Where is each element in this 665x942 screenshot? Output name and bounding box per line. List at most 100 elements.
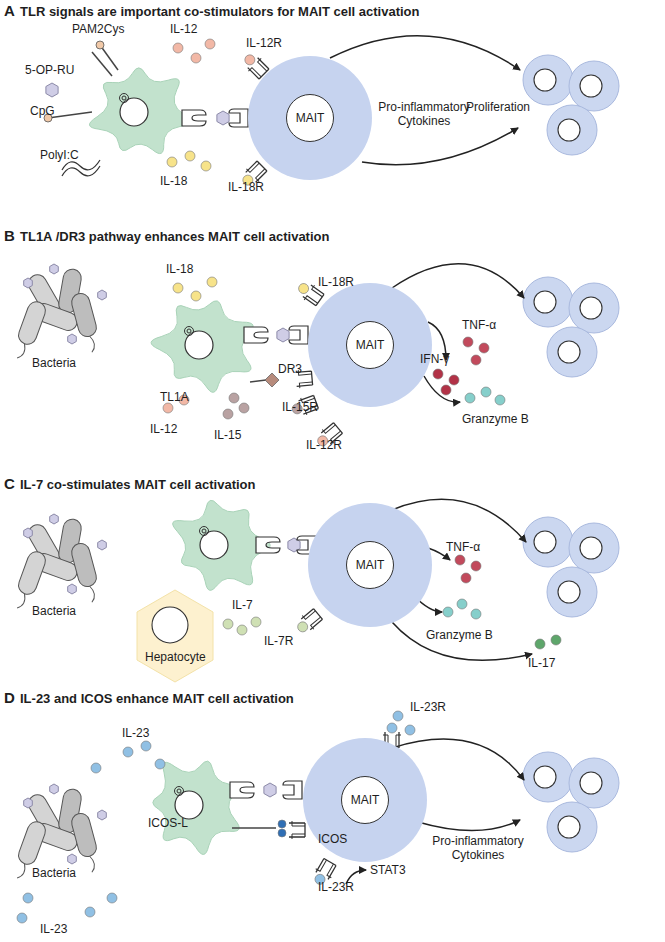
cytokine-dot [278,820,286,828]
annotation-label: IL-18 [160,174,187,188]
bound-cytokine [296,620,310,634]
cytokine-dot [465,393,475,403]
antigen-hexagon [50,514,59,524]
vesicle [120,94,129,103]
cell-nucleus [580,297,602,319]
annotation-label: STAT3 [370,863,406,877]
antigen-hexagon [24,528,33,538]
annotation-label: 5-OP-RU [25,63,74,77]
tcr-receptor [289,326,308,344]
flagellum [17,343,27,360]
proliferating-cell [569,283,619,333]
cytokine-dot [223,619,233,629]
dendritic-cell [153,761,239,854]
cell-nucleus [534,766,556,788]
cell-nucleus [580,772,602,794]
annotation-label: Bacteria [32,604,76,618]
mr1-molecule [182,110,206,126]
antigen-hexagon [68,334,77,344]
cytokine-dot [229,393,239,403]
annotation-label: CpG [30,104,55,118]
cytokine-dot [207,277,217,287]
cytokine-dot [251,617,261,627]
bacterium [16,549,48,597]
arrow [392,622,532,660]
annotation-label: IL-12 [150,422,177,436]
ligand-head [96,41,104,49]
annotation-label: IL-23 [40,922,67,936]
panel-title: TL1A /DR3 pathway enhances MAIT cell act… [20,229,329,245]
cell-label: MAIT [341,776,389,824]
cytokine-receptor [293,607,324,637]
vesicle [200,527,209,536]
annotation-label: Bacteria [32,356,76,370]
annotation-label: Pro-inflammatory Cytokines [432,834,524,862]
annotation-label: IL-18R [318,275,354,289]
antigen-hexagon [277,328,289,342]
annotation-label: ICOS-L [148,816,188,830]
panel-title: IL-7 co-stimulates MAIT cell activation [20,477,256,493]
cytokine-dot [433,369,443,379]
bound-cytokine [387,723,397,733]
bound-cytokine [243,53,257,67]
cell-nucleus [580,75,602,97]
bacterium [16,819,48,867]
panel-title: TLR signals are important co-stimulators… [20,4,419,20]
annotation-label: ICOS [318,832,347,846]
arrow [330,36,520,70]
arrow [418,820,520,831]
cell-nucleus [534,531,556,553]
bacterium [11,299,48,362]
tcr-receptor [283,781,302,799]
antigen-hexagon [98,810,107,820]
proliferating-cell [547,105,597,155]
cell-nucleus [558,816,580,838]
annotation-label: IFN-γ [420,352,449,366]
cell-label: MAIT [346,321,394,369]
cytokine-dot [535,639,545,649]
cytokine-dot [278,829,286,837]
cytokine-receptor [289,821,305,839]
annotation-label: TL1A [160,390,189,404]
arrow [392,264,524,298]
cytokine-dot [455,555,465,565]
cytokine-dot [239,403,249,413]
panel-letter: D [4,690,15,706]
cell-nucleus [534,291,556,313]
proliferating-cell [523,55,573,105]
cell-label: MAIT [346,541,394,589]
flagellum [88,586,97,603]
mr1-molecule [182,110,206,126]
receptor-chain [289,823,305,837]
cytokine-dot [457,599,467,609]
panel-letter: A [4,3,15,19]
dendritic-cell [151,301,253,393]
annotation-label: IL-7R [264,634,293,648]
cell-nucleus [580,537,602,559]
cytokine-dot [441,385,451,395]
cytokine-dot [393,711,403,721]
cell-nucleus [534,69,556,91]
antigen-hexagon [68,854,77,864]
annotation-label: PAM2Cys [72,22,124,36]
proliferating-cell [547,802,597,852]
vesicle [177,789,181,793]
polyic-strand [62,160,100,176]
antigen-hexagon [68,584,77,594]
annotation-label: Hepatocyte [145,650,206,664]
antigen-hexagon [24,798,33,808]
bacterium [70,291,99,338]
bacterium [16,299,48,347]
dendritic-cell [89,68,189,154]
flagellum [17,863,27,880]
annotation-label: IL-23R [410,700,446,714]
annotation-label: DR3 [278,362,302,376]
mait-cell: MAIT [248,56,372,180]
flagellum [88,336,97,353]
flagellum [88,856,97,873]
cytokine-dot [173,283,183,293]
panel-title: IL-23 and ICOS enhance MAIT cell activat… [20,691,294,707]
hepatocyte-outline [137,590,213,682]
vesicle [185,327,194,336]
